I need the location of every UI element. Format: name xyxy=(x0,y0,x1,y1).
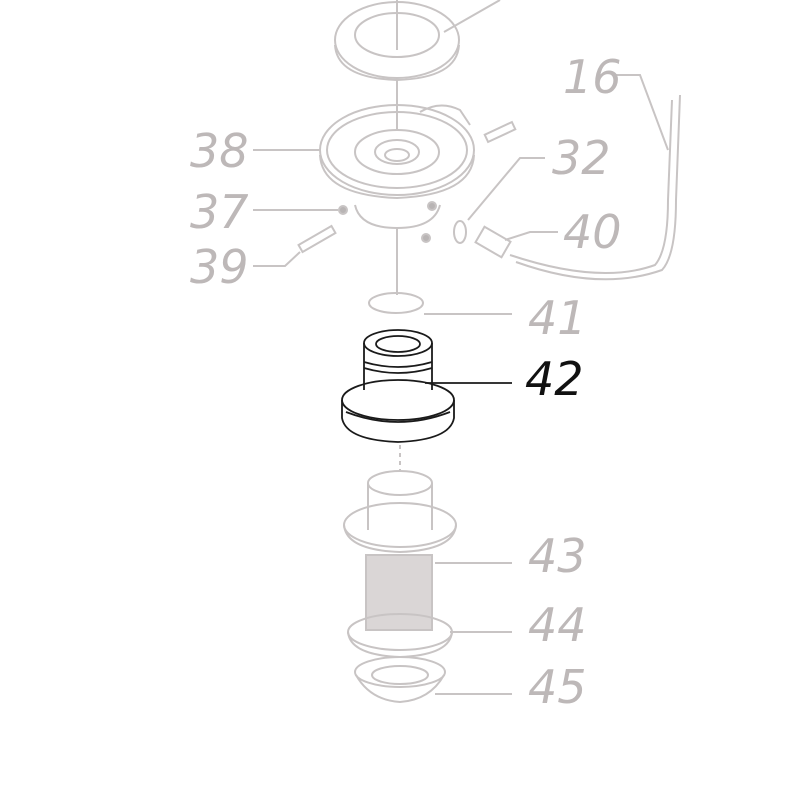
part-43-shaft xyxy=(343,470,512,631)
callout-40[interactable]: 40 xyxy=(563,205,622,259)
callout-16[interactable]: 16 xyxy=(563,50,622,104)
callout-38[interactable]: 38 xyxy=(190,124,249,178)
part-42-bushing-highlighted[interactable] xyxy=(341,329,512,443)
callout-41[interactable]: 41 xyxy=(528,291,587,345)
callout-43[interactable]: 43 xyxy=(528,529,587,583)
washer-top-part xyxy=(334,0,501,82)
part-45-gear xyxy=(354,656,512,704)
callout-37[interactable]: 37 xyxy=(190,185,249,239)
callout-39[interactable]: 39 xyxy=(190,240,249,294)
bolt-part xyxy=(483,120,517,144)
callout-44[interactable]: 44 xyxy=(528,598,587,652)
part-38-housing xyxy=(253,104,475,230)
callout-42[interactable]: 42 xyxy=(525,352,584,406)
callout-45[interactable]: 45 xyxy=(528,660,587,714)
part-39-screw xyxy=(253,224,337,267)
part-40-fitting xyxy=(474,74,681,281)
callout-32[interactable]: 32 xyxy=(552,131,611,185)
